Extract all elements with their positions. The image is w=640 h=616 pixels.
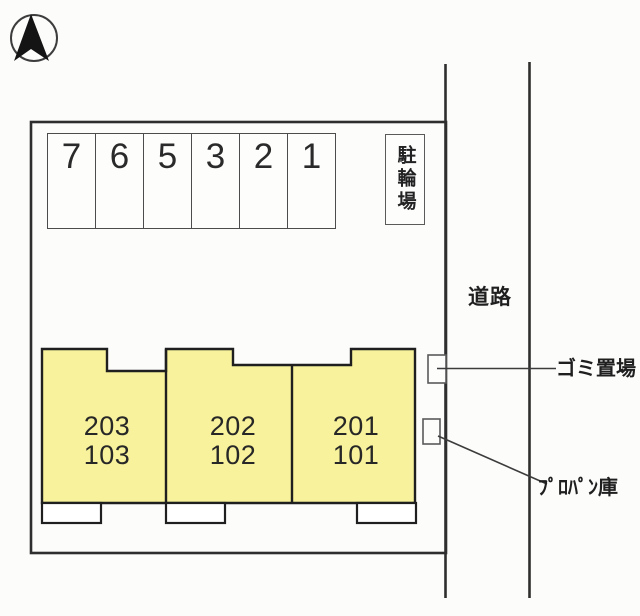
site-boundary — [29, 120, 448, 555]
parking-stall-number: 3 — [205, 137, 226, 176]
garbage-area-label: ゴミ置場 — [556, 358, 636, 380]
porch-middle — [164, 501, 227, 525]
bicycle-parking-label: 駐輪場 — [394, 145, 416, 214]
road-label: 道路 — [468, 286, 512, 309]
bicycle-parking-box: 駐輪場 — [385, 134, 425, 225]
parking-stall-number: 1 — [301, 137, 322, 176]
unit-lower-number: 102 — [209, 440, 257, 470]
parking-stall: 3 — [192, 134, 240, 228]
porch-left — [40, 501, 103, 525]
north-arrow-icon — [10, 14, 58, 62]
parking-stall: 7 — [48, 134, 96, 228]
parking-stall: 1 — [288, 134, 335, 228]
parking-stall: 6 — [96, 134, 144, 228]
unit-lower-number: 101 — [332, 440, 380, 470]
parking-row: 7 6 5 3 2 1 — [47, 133, 336, 229]
unit-upper-number: 203 — [83, 411, 131, 441]
parking-stall-number: 2 — [253, 137, 274, 176]
propane-storage-label: ﾌﾟﾛﾊﾟﾝ庫 — [538, 477, 618, 499]
porch-right — [355, 501, 418, 525]
unit-upper-number: 202 — [209, 411, 257, 441]
parking-stall-number: 7 — [61, 137, 82, 176]
parking-stall-number: 5 — [157, 137, 178, 176]
parking-stall: 2 — [240, 134, 288, 228]
propane-leader-line — [437, 435, 548, 485]
unit-lower-number: 103 — [83, 440, 131, 470]
parking-stall-number: 6 — [109, 137, 130, 176]
unit-upper-number: 201 — [332, 411, 380, 441]
propane-box — [422, 418, 441, 445]
parking-stall: 5 — [144, 134, 192, 228]
